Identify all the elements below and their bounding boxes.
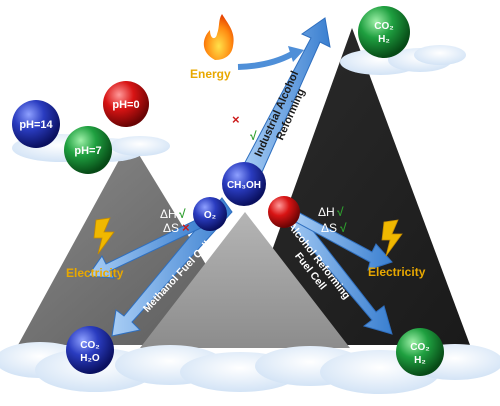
svg-text:pH=7: pH=7 [74,145,101,157]
cloud-bottom [0,342,500,394]
svg-text:×: × [182,220,190,235]
lightning-left-icon [93,217,115,255]
svg-text:ΔH: ΔH [213,113,230,127]
arrow-right-electricity [291,211,393,271]
svg-text:√: √ [179,207,186,221]
top-product-ball: CO₂ H₂ [358,6,410,58]
energy-label: Energy [190,67,231,81]
svg-text:CO₂: CO₂ [80,340,99,351]
svg-text:CH₃OH: CH₃OH [227,180,261,191]
right-mountain [238,28,470,345]
lightning-right-icon [381,219,403,257]
left-product-ball: CO₂ H₂O [66,326,114,374]
ph0-ball: pH=0 [103,81,149,127]
svg-text:pH=0: pH=0 [112,99,139,111]
svg-text:×: × [232,112,240,127]
svg-text:√: √ [337,205,344,219]
middle-mountain [140,212,350,348]
arrow-left-electricity [87,217,206,279]
oxygen-ball: O₂ [193,197,227,231]
svg-text:√: √ [250,129,257,143]
svg-text:CO₂: CO₂ [410,342,429,353]
svg-text:CO₂: CO₂ [374,21,393,32]
svg-text:ΔS: ΔS [163,221,179,235]
flame-icon [203,14,234,60]
svg-text:H₂: H₂ [378,34,390,45]
ph14-ball: pH=14 [12,100,60,148]
svg-text:H₂: H₂ [414,355,426,366]
cloud-top-right [340,45,466,75]
svg-text:ΔS: ΔS [321,221,337,235]
svg-text:ΔS: ΔS [231,129,247,143]
red-ball [268,196,300,228]
thermo-mfc: ΔH √ ΔS × [160,207,190,235]
svg-text:ΔH: ΔH [160,207,177,221]
industrial-reforming-text: Industrial Alcohol Reforming [253,69,308,158]
right-electricity-label: Electricity [368,265,426,279]
arrow-energy [237,46,304,70]
methanol-ball: CH₃OH [222,162,266,206]
svg-text:pH=14: pH=14 [19,119,53,131]
thermo-industrial: ΔH × ΔS √ [213,112,257,143]
right-product-ball: CO₂ H₂ [396,328,444,376]
arrow-industrial-reforming [241,17,331,173]
svg-text:O₂: O₂ [204,210,216,221]
arrow-methanol-fuel-cell [111,197,233,337]
svg-text:H₂O: H₂O [80,353,100,364]
left-electricity-label: Electricity [66,266,124,280]
ph7-ball: pH=7 [64,126,112,174]
thermo-arfc: ΔH √ ΔS √ [318,205,347,235]
svg-text:√: √ [340,221,347,235]
svg-text:ΔH: ΔH [318,205,335,219]
